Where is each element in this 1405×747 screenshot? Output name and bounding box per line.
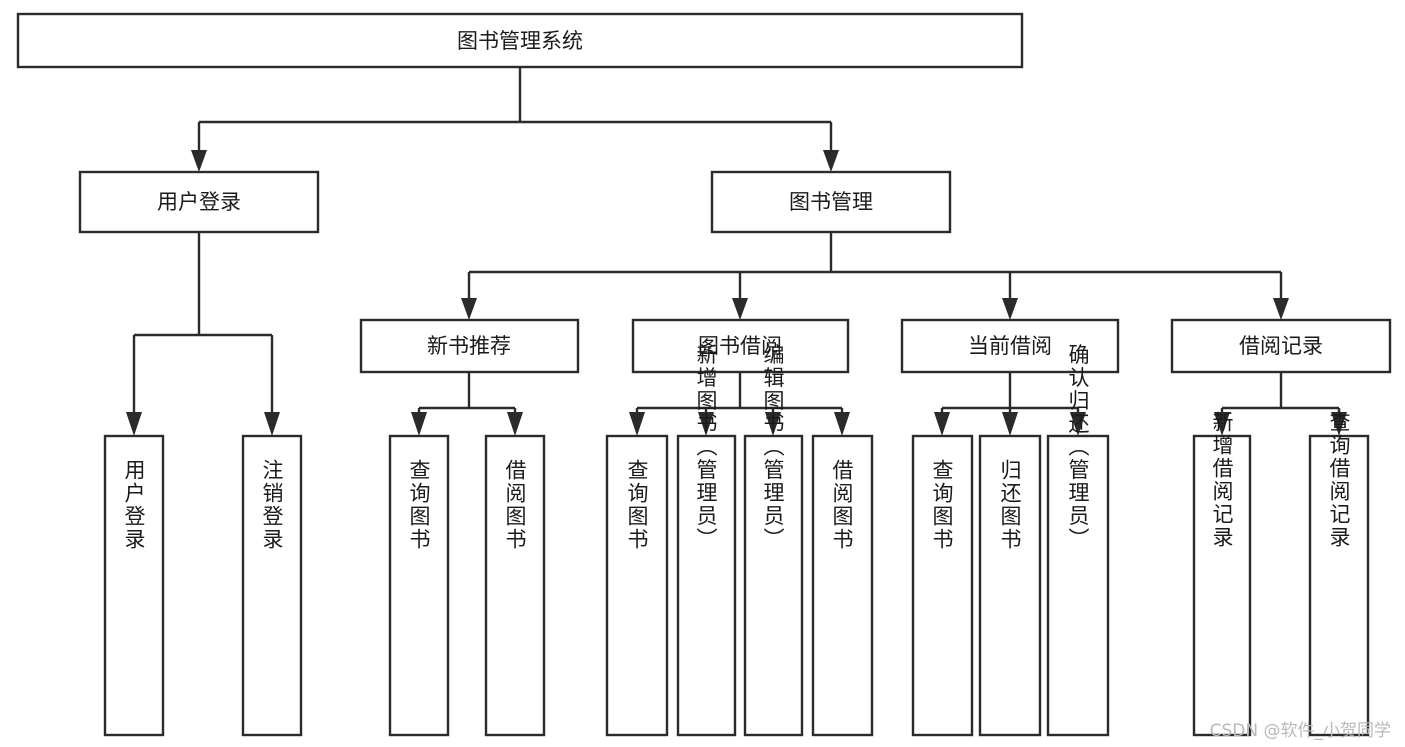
arrow-head-leaf-user-logout: [264, 412, 280, 436]
arrow-head-user-login: [191, 150, 207, 172]
node-leaf-user-logout-box[interactable]: [241, 434, 303, 737]
node-book-borrow[interactable]: 图书借阅: [631, 318, 850, 374]
arrow-head-leaf-edit-book: [765, 412, 781, 436]
arrow-head-book-borrow: [732, 298, 748, 320]
node-book-borrow-label: 图书借阅: [698, 334, 782, 358]
node-leaf-query-book-2-label: 查询图书: [625, 459, 649, 551]
node-leaf-borrow-book-2-box[interactable]: [811, 434, 874, 737]
node-borrow-record[interactable]: 借阅记录: [1170, 318, 1392, 374]
node-leaf-user-login-label: 用户登录: [122, 459, 146, 551]
connector-group-current-borrow-to-leaves: [934, 372, 1086, 436]
node-leaf-add-book-label: 新增图书（管理员）: [694, 344, 718, 551]
node-leaf-confirm-return-label: 确认归还（管理员）: [1066, 344, 1090, 551]
node-leaf-query-record-box[interactable]: [1308, 434, 1370, 737]
node-current-borrow[interactable]: 当前借阅: [900, 318, 1120, 374]
node-user-login-label: 用户登录: [157, 190, 241, 214]
node-leaf-borrow-book-2-label: 借阅图书: [830, 459, 854, 551]
node-book-borrow-box[interactable]: [631, 318, 850, 374]
node-leaf-confirm-return[interactable]: 确认归还（管理员）: [1046, 344, 1110, 737]
arrow-head-leaf-query-book-1: [411, 412, 427, 436]
node-leaf-user-logout-label: 注销登录: [260, 459, 284, 551]
arrow-head-leaf-return-book: [1002, 412, 1018, 436]
arrow-head-leaf-add-record: [1214, 412, 1230, 436]
node-leaf-query-book-1-box[interactable]: [388, 434, 450, 737]
connector-group-book-borrow-to-leaves: [629, 372, 850, 436]
arrow-head-borrow-record: [1273, 298, 1289, 320]
node-leaf-query-book-3[interactable]: 查询图书: [911, 434, 974, 737]
node-current-borrow-box[interactable]: [900, 318, 1120, 374]
connector-group-borrow-record-to-leaves: [1214, 372, 1347, 436]
node-leaf-query-book-3-label: 查询图书: [930, 459, 954, 551]
node-leaf-user-login-box[interactable]: [103, 434, 165, 737]
node-book-manage-label: 图书管理: [789, 190, 873, 214]
node-root-box[interactable]: [16, 12, 1024, 69]
node-new-book-rec-label: 新书推荐: [427, 334, 511, 358]
node-leaf-return-book-label: 归还图书: [998, 459, 1022, 551]
node-user-login[interactable]: 用户登录: [78, 170, 320, 234]
node-leaf-query-book-2[interactable]: 查询图书: [605, 434, 669, 737]
node-leaf-query-record-label: 查询借阅记录: [1327, 411, 1351, 549]
node-leaf-query-record[interactable]: 查询借阅记录: [1308, 411, 1370, 737]
node-root[interactable]: 图书管理系统: [16, 12, 1024, 69]
node-leaf-return-book[interactable]: 归还图书: [978, 434, 1042, 737]
node-leaf-borrow-book-1-box[interactable]: [484, 434, 546, 737]
connector-group-new-book-rec-to-leaves: [411, 372, 523, 436]
node-leaf-borrow-book-2[interactable]: 借阅图书: [811, 434, 874, 737]
node-borrow-record-label: 借阅记录: [1239, 334, 1323, 358]
node-leaf-add-record-box[interactable]: [1192, 434, 1252, 737]
node-leaf-edit-book-label: 编辑图书（管理员）: [761, 344, 785, 551]
node-leaf-query-book-2-box[interactable]: [605, 434, 669, 737]
arrow-head-leaf-confirm-return: [1070, 412, 1086, 436]
node-leaf-query-book-1-label: 查询图书: [407, 459, 431, 551]
node-current-borrow-label: 当前借阅: [968, 334, 1052, 358]
node-leaf-add-book[interactable]: 新增图书（管理员）: [676, 344, 737, 737]
node-leaf-query-book-3-box[interactable]: [911, 434, 974, 737]
node-borrow-record-box[interactable]: [1170, 318, 1392, 374]
node-leaf-add-book-box[interactable]: [676, 434, 737, 737]
arrow-head-leaf-add-book: [698, 412, 714, 436]
arrow-head-leaf-borrow-book-1: [507, 412, 523, 436]
node-leaf-add-record-label: 新增借阅记录: [1210, 411, 1234, 549]
node-root-label: 图书管理系统: [457, 29, 583, 53]
node-leaf-borrow-book-1[interactable]: 借阅图书: [484, 434, 546, 737]
connector-group-user-login-to-leaves: [126, 232, 280, 436]
node-leaf-add-record[interactable]: 新增借阅记录: [1192, 411, 1252, 737]
node-leaf-user-logout[interactable]: 注销登录: [241, 434, 303, 737]
connector-group-root-to-level2: [191, 67, 839, 172]
arrow-head-leaf-query-record: [1331, 412, 1347, 436]
arrow-head-new-book-rec: [461, 298, 477, 320]
node-leaf-edit-book-box[interactable]: [743, 434, 804, 737]
node-book-manage[interactable]: 图书管理: [710, 170, 952, 234]
node-leaf-edit-book[interactable]: 编辑图书（管理员）: [743, 344, 804, 737]
node-leaf-confirm-return-box[interactable]: [1046, 434, 1110, 737]
node-user-login-box[interactable]: [78, 170, 320, 234]
node-new-book-rec[interactable]: 新书推荐: [359, 318, 580, 374]
arrow-head-leaf-query-book-2: [629, 412, 645, 436]
node-leaf-query-book-1[interactable]: 查询图书: [388, 434, 450, 737]
arrow-head-leaf-borrow-book-2: [834, 412, 850, 436]
arrow-head-leaf-user-login: [126, 412, 142, 436]
arrow-head-current-borrow: [1002, 298, 1018, 320]
node-new-book-rec-box[interactable]: [359, 318, 580, 374]
arrow-head-book-manage: [823, 150, 839, 172]
connector-group-book-manage-to-level3: [461, 232, 1289, 320]
node-leaf-borrow-book-1-label: 借阅图书: [503, 459, 527, 551]
arrow-head-leaf-query-book-3: [934, 412, 950, 436]
node-book-manage-box[interactable]: [710, 170, 952, 234]
node-leaf-user-login[interactable]: 用户登录: [103, 434, 165, 737]
node-leaf-return-book-box[interactable]: [978, 434, 1042, 737]
